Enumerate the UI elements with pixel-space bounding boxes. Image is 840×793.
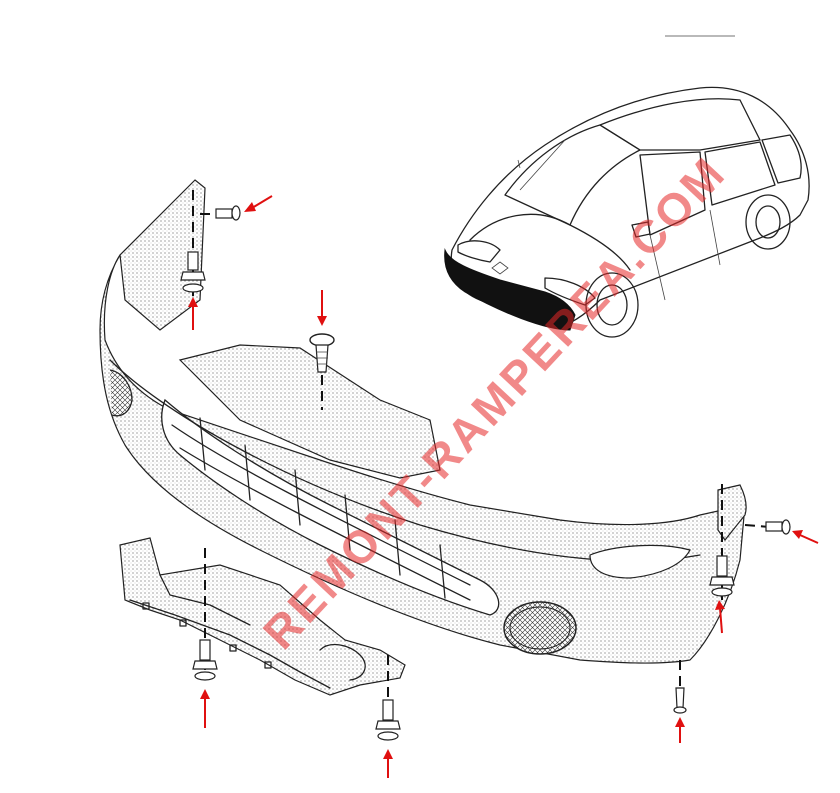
shield-tabs <box>142 602 272 669</box>
arrow-screw-top-left <box>244 195 273 212</box>
arrow-clip-center <box>317 290 327 326</box>
fog-lamp-left <box>109 369 133 417</box>
bolt-shield-left <box>192 548 218 681</box>
screw-top-left <box>200 205 241 221</box>
arrow-bolt-right-lower <box>715 600 725 634</box>
red-arrows <box>188 195 819 778</box>
arrow-bolt-shield-left <box>200 689 210 728</box>
arrow-bolt-shield-right <box>383 749 393 778</box>
arrow-bolt-top-left <box>188 297 198 330</box>
lower-splash-shield <box>119 537 406 696</box>
screw-right-bottom <box>673 660 687 714</box>
bolt-right-lower <box>709 484 735 600</box>
screw-right-side <box>744 519 791 535</box>
front-bumper <box>99 179 747 664</box>
car-view <box>444 86 810 338</box>
bolt-top-left-side <box>180 190 206 320</box>
arrow-screw-right-bottom <box>675 717 685 743</box>
clip-center-top <box>309 333 335 410</box>
bolt-shield-right <box>375 655 401 741</box>
grille-slats <box>171 417 471 601</box>
fog-lamp-right <box>503 601 577 655</box>
arrow-screw-right-side <box>792 530 819 544</box>
